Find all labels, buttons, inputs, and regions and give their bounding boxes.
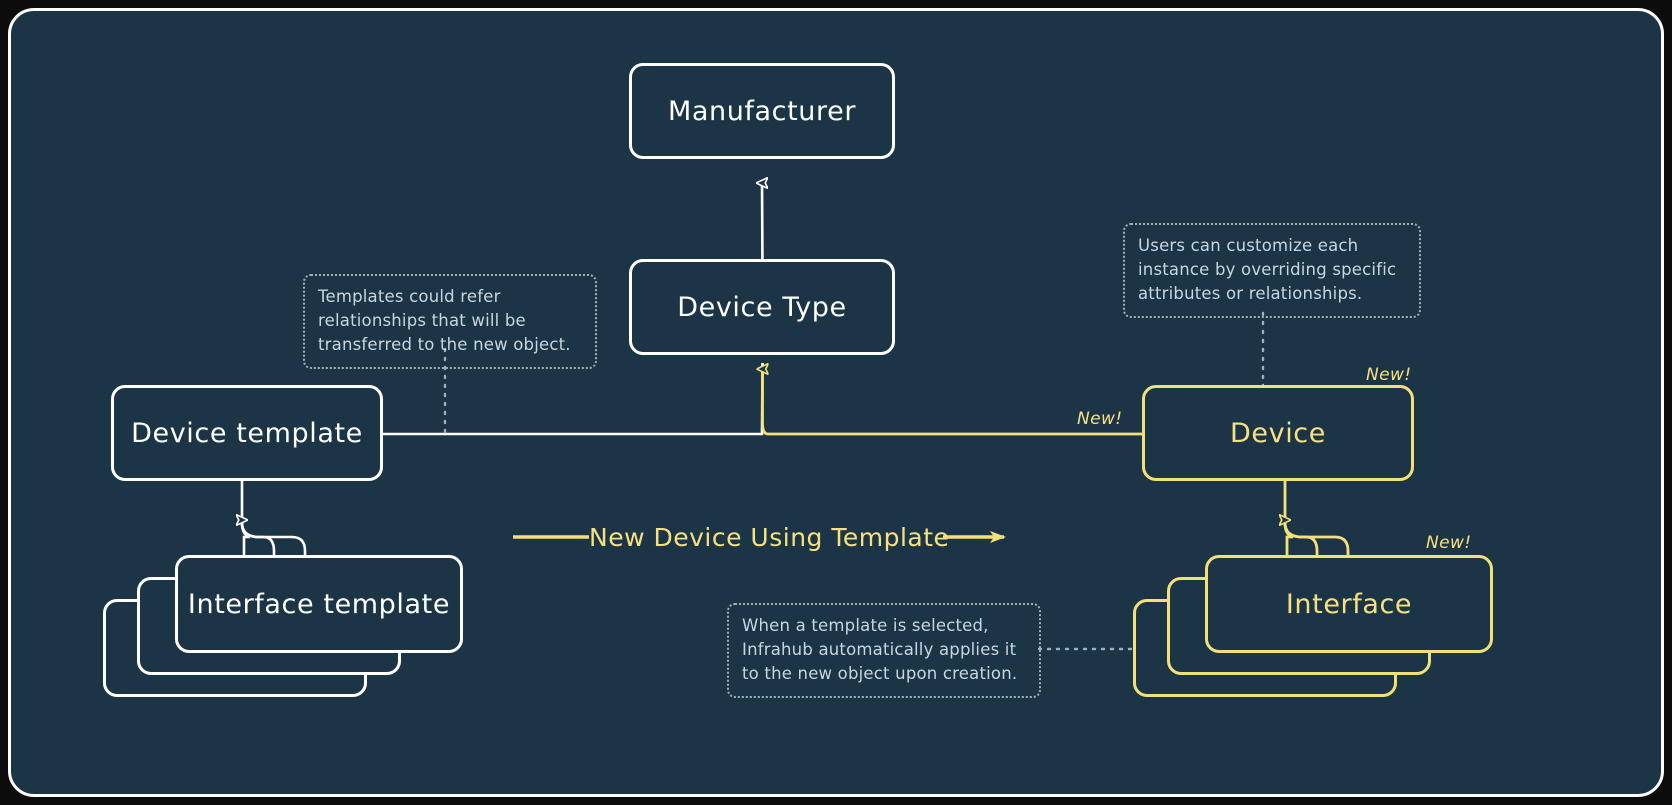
flow-arrow-label: New Device Using Template — [589, 523, 950, 552]
note-templates-refer: Templates could refer relationships that… — [303, 274, 597, 369]
note-users-customize: Users can customize each instance by ove… — [1123, 223, 1421, 318]
diagram-frame: Manufacturer Device Type Device template… — [8, 8, 1664, 797]
node-device-label: Device — [1230, 417, 1326, 449]
node-device-template-label: Device template — [131, 417, 363, 449]
stack-sheet-front[interactable]: Interface template — [175, 555, 463, 653]
node-interface-label: Interface — [1285, 588, 1413, 620]
node-manufacturer[interactable]: Manufacturer — [629, 63, 895, 159]
edge-devicetype-manufacturer — [762, 183, 763, 270]
edge-interface-device — [1285, 476, 1350, 559]
edge-template-spine — [383, 362, 764, 436]
note-auto-apply: When a template is selected, Infrahub au… — [727, 603, 1041, 698]
stack-interface-template[interactable]: Interface template — [103, 555, 463, 701]
node-interface-template-label: Interface template — [187, 588, 451, 620]
node-device-type-label: Device Type — [677, 291, 847, 323]
node-manufacturer-label: Manufacturer — [667, 95, 857, 127]
badge-new-link: New! — [1077, 409, 1123, 429]
node-device-template[interactable]: Device template — [111, 385, 383, 481]
badge-new-interface: New! — [1426, 533, 1472, 553]
node-device-type[interactable]: Device Type — [629, 259, 895, 355]
stack-sheet-front[interactable]: Interface — [1205, 555, 1493, 653]
edge-interfacetemplate-devicetemplate — [242, 476, 307, 559]
node-device[interactable]: Device — [1142, 385, 1414, 481]
badge-new-device: New! — [1366, 365, 1412, 385]
stack-interface[interactable]: Interface — [1133, 555, 1493, 701]
